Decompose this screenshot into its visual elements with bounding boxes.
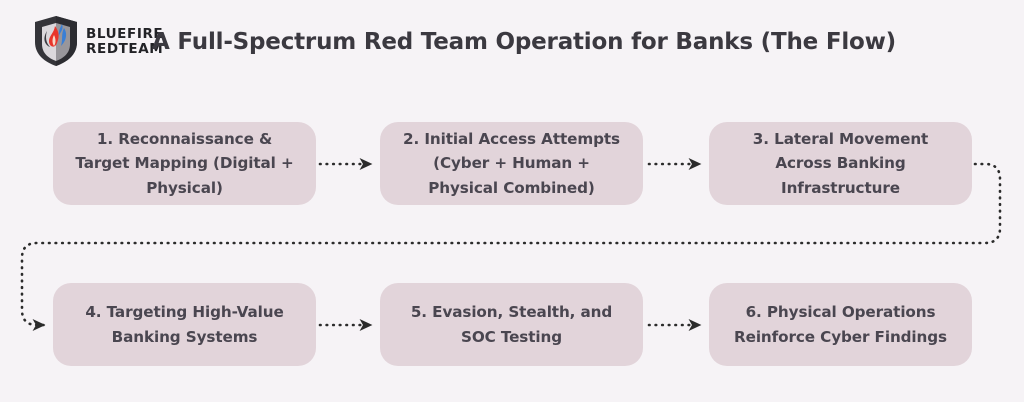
flow-node-5[interactable]: 5. Evasion, Stealth, and SOC Testing [380, 283, 643, 366]
flow-node-4[interactable]: 4. Targeting High-Value Banking Systems [53, 283, 316, 366]
page-title: A Full-Spectrum Red Team Operation for B… [152, 29, 896, 55]
flow-node-6[interactable]: 6. Physical Operations Reinforce Cyber F… [709, 283, 972, 366]
brand-line-1: BLUEFIRE [86, 26, 164, 43]
flow-node-5-label: 5. Evasion, Stealth, and SOC Testing [410, 302, 613, 346]
flow-node-1-label: 1. Reconnaissance & Target Mapping (Digi… [75, 129, 294, 197]
shield-flame-logo-icon [35, 16, 77, 66]
flow-node-4-label: 4. Targeting High-Value Banking Systems [85, 302, 284, 346]
flow-node-6-label: 6. Physical Operations Reinforce Cyber F… [734, 302, 947, 346]
page-header: BLUEFIRE REDTEAM A Full-Spectrum Red Tea… [0, 0, 1024, 92]
brand-wordmark: BLUEFIRE REDTEAM [86, 25, 163, 56]
flow-node-3[interactable]: 3. Lateral Movement Across Banking Infra… [709, 122, 972, 205]
flow-node-2-label: 2. Initial Access Attempts (Cyber + Huma… [403, 129, 620, 197]
flow-node-1[interactable]: 1. Reconnaissance & Target Mapping (Digi… [53, 122, 316, 205]
brand-line-2: REDTEAM [86, 41, 164, 57]
flow-node-3-label: 3. Lateral Movement Across Banking Infra… [752, 129, 929, 197]
flow-node-2[interactable]: 2. Initial Access Attempts (Cyber + Huma… [380, 122, 643, 205]
brand-logo: BLUEFIRE REDTEAM [33, 15, 163, 67]
